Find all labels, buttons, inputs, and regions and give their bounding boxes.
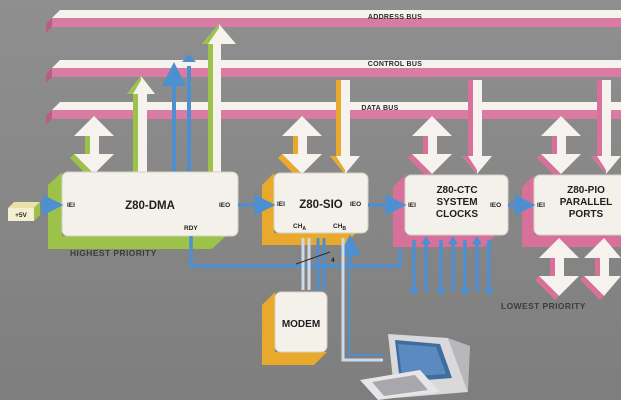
- z80-sio-chip: Z80-SIO IEI IEO CHA CHB: [262, 172, 369, 245]
- ctc-iei-label: IEI: [408, 202, 416, 209]
- pio-control-connector: [591, 80, 621, 174]
- ctc-control-connector: [462, 80, 492, 174]
- address-bus-label: ADDRESS BUS: [368, 14, 422, 21]
- pio-port-b-arrow: [580, 238, 621, 300]
- dma-title: Z80-DMA: [125, 200, 175, 212]
- modem-label: MODEM: [282, 319, 320, 330]
- wire-count-label: 4: [331, 257, 335, 264]
- highest-priority-label: HIGHEST PRIORITY: [70, 248, 157, 258]
- dma-iei-label: IEI: [67, 202, 75, 209]
- lowest-priority-label: LOWEST PRIORITY: [501, 301, 586, 311]
- sio-iei-label: IEI: [277, 201, 285, 208]
- ctc-subtitle-1: SYSTEM: [436, 197, 477, 208]
- pio-iei-label: IEI: [537, 202, 545, 209]
- sio-modem-link: 4: [295, 238, 335, 290]
- modem-block: MODEM: [262, 291, 328, 365]
- sio-ieo-label: IEO: [350, 201, 361, 208]
- pio-subtitle-2: PORTS: [569, 209, 604, 220]
- pio-port-a-arrow: [535, 238, 579, 300]
- address-bus: ADDRESS BUS: [46, 10, 621, 33]
- ctc-subtitle-2: CLOCKS: [436, 209, 479, 220]
- dma-bus-request-lines: [162, 54, 196, 172]
- pio-title: Z80-PIO: [567, 185, 605, 196]
- supply-label: +5V: [15, 212, 27, 219]
- ctc-clock-lines: [409, 236, 494, 296]
- sio-cha-label: CHA: [293, 223, 306, 232]
- ctc-data-connector: [408, 116, 452, 178]
- z80-ctc-chip: Z80-CTC SYSTEM CLOCKS IEI IEO: [393, 174, 509, 247]
- pio-subtitle-1: PARALLEL: [560, 197, 613, 208]
- z80-dma-chip: Z80-DMA IEI IEO RDY: [48, 171, 239, 249]
- pio-data-connector: [537, 116, 581, 178]
- control-bus-label: CONTROL BUS: [368, 61, 423, 68]
- dma-control-connector: [127, 76, 155, 172]
- dma-data-connector: [70, 116, 114, 178]
- dma-rdy-label: RDY: [184, 225, 198, 232]
- dma-ieo-label: IEO: [219, 202, 230, 209]
- sio-title: Z80-SIO: [299, 199, 343, 211]
- sio-control-connector: [330, 80, 360, 174]
- sio-terminal-link: [341, 238, 383, 362]
- z80-pio-chip: Z80-PIO PARALLEL PORTS IEI: [522, 174, 621, 247]
- ctc-ieo-label: IEO: [490, 202, 501, 209]
- ctc-title: Z80-CTC: [436, 185, 477, 196]
- terminal-icon: [360, 334, 470, 400]
- sio-chb-label: CHB: [333, 223, 346, 232]
- control-bus: CONTROL BUS: [46, 60, 621, 83]
- supply-block: +5V: [8, 202, 40, 221]
- sio-data-connector: [278, 116, 322, 178]
- data-bus-label: DATA BUS: [361, 105, 398, 112]
- data-bus: DATA BUS: [46, 102, 621, 125]
- dma-address-connector: [202, 24, 236, 172]
